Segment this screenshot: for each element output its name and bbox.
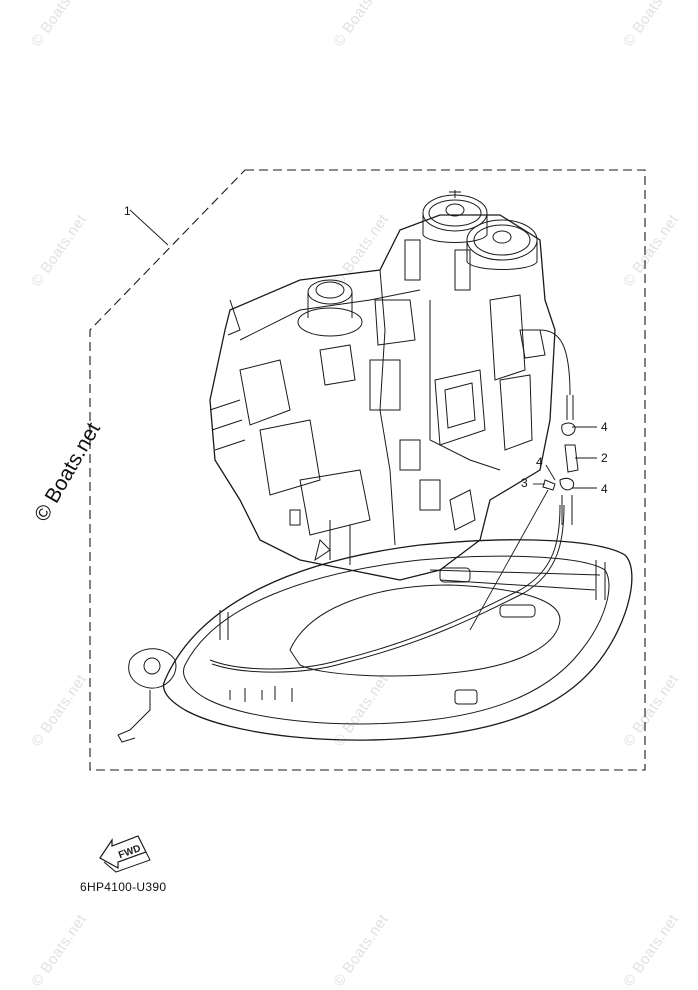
hose-fitting <box>539 329 579 525</box>
callout-1: 1 <box>124 204 131 218</box>
leader-1 <box>129 209 169 246</box>
flywheel-hub <box>297 279 363 337</box>
engine-block <box>209 214 556 581</box>
bottom-cowling <box>117 539 633 743</box>
callout-2: 2 <box>601 451 608 465</box>
hose <box>209 504 561 670</box>
clamp-part-3 <box>542 479 556 491</box>
callout-3: 3 <box>521 476 528 490</box>
assembly-boundary <box>89 169 646 771</box>
callout-4: 4 <box>536 455 543 469</box>
diagram-code: 6HP4100-U390 <box>80 880 167 894</box>
callout-4: 4 <box>601 482 608 496</box>
fwd-arrow-icon: FWD <box>99 835 151 873</box>
cam-pulley-front <box>422 190 488 243</box>
leader-3-line <box>469 489 549 631</box>
leader-4b <box>545 464 556 481</box>
cam-pulley-rear <box>466 219 538 270</box>
callout-4: 4 <box>601 420 608 434</box>
